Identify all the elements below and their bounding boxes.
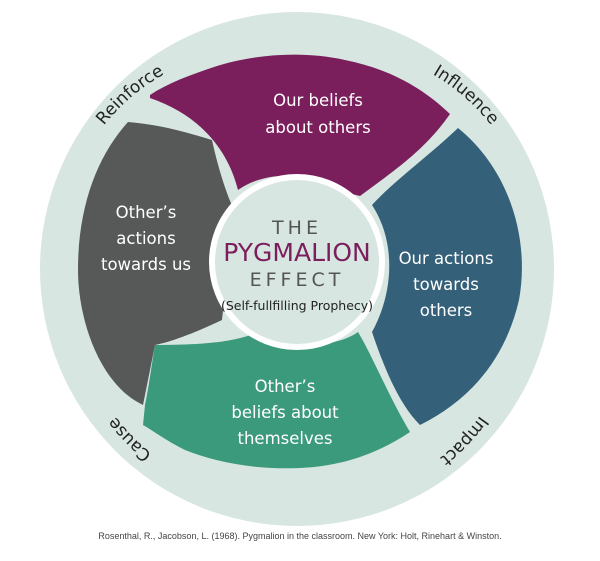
citation: Rosenthal, R., Jacobson, L. (1968). Pygm… — [98, 531, 502, 541]
segment-left-line2: actions — [116, 229, 175, 248]
segment-top-line1: Our beliefs — [273, 91, 363, 110]
segment-our-beliefs — [150, 54, 450, 196]
center-title-pygmalion: PYGMALION — [223, 238, 371, 267]
segment-right-line3: others — [420, 301, 473, 320]
center-circle — [209, 174, 385, 350]
segment-top-line2: about others — [265, 118, 370, 137]
segment-bottom-line1: Other’s — [255, 377, 316, 396]
segment-left-line1: Other’s — [116, 203, 177, 222]
segment-bottom-line3: themselves — [238, 429, 333, 448]
segment-left-line3: towards us — [101, 255, 191, 274]
center-title-the: THE — [271, 217, 322, 239]
segment-others-actions — [78, 122, 238, 405]
segment-our-actions — [372, 128, 522, 425]
segment-right-line2: towards — [413, 275, 479, 294]
segment-others-beliefs — [143, 332, 410, 469]
center-subtitle: (Self-fullfilling Prophecy) — [221, 298, 373, 313]
center-title-effect: EFFECT — [250, 269, 345, 291]
segment-right-line1: Our actions — [399, 249, 494, 268]
segment-bottom-line2: beliefs about — [231, 403, 339, 422]
